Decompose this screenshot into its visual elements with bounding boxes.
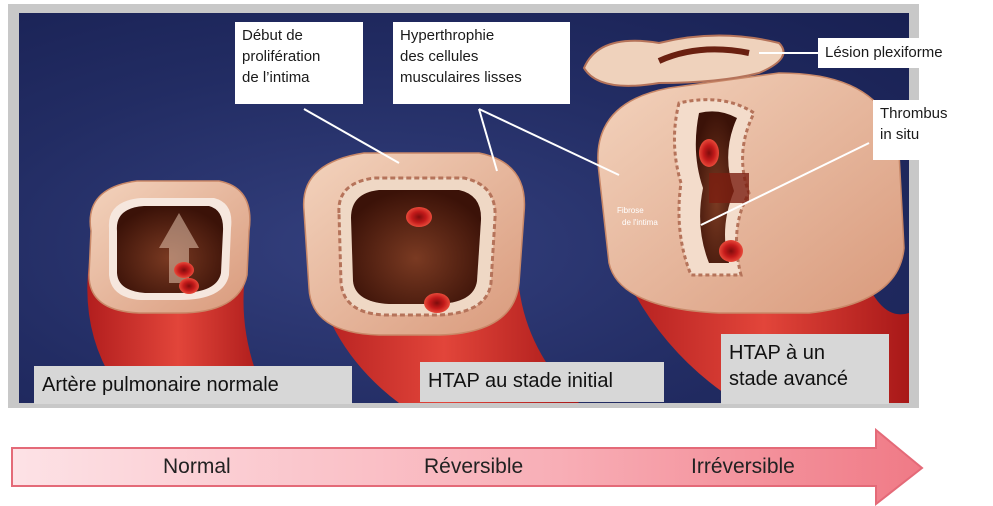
stage-advanced-line1: HTAP à un (729, 340, 881, 366)
callout-hypertrophy-line1: Hyperthrophie (400, 25, 563, 46)
inner-label-line1: Fibrose (617, 206, 644, 215)
inner-label-line2: de l'intima (622, 218, 658, 227)
callout-thrombus-line2: in situ (880, 124, 962, 145)
stage-advanced: HTAP à un stade avancé (721, 334, 889, 404)
callout-lesion: Lésion plexiforme (818, 38, 993, 68)
callout-hypertrophy-line2: des cellules (400, 46, 563, 67)
progression-irreversible: Irréversible (691, 455, 795, 479)
callout-thrombus-line1: Thrombus (880, 103, 962, 124)
progression-normal: Normal (163, 455, 231, 479)
callout-hypertrophy-line3: musculaires lisses (400, 67, 563, 88)
initial-artery (304, 153, 525, 335)
stage-normal: Artère pulmonaire normale (34, 366, 352, 404)
callout-hypertrophy: Hyperthrophie des cellules musculaires l… (393, 22, 570, 104)
advanced-artery: Fibrose de l'intima (584, 36, 904, 314)
stage-initial-text: HTAP au stade initial (428, 370, 613, 392)
callout-intima-line3: de l’intima (242, 67, 356, 88)
normal-artery (89, 181, 250, 313)
progression-reversible: Réversible (424, 455, 523, 479)
callout-intima-line1: Début de (242, 25, 356, 46)
callout-thrombus: Thrombus in situ (873, 100, 969, 160)
callout-intima: Début de prolifération de l’intima (235, 22, 363, 104)
stage-initial: HTAP au stade initial (420, 362, 664, 402)
stage-advanced-line2: stade avancé (729, 366, 881, 392)
stage-normal-text: Artère pulmonaire normale (42, 374, 279, 396)
callout-intima-line2: prolifération (242, 46, 356, 67)
callout-lesion-text: Lésion plexiforme (825, 42, 986, 63)
